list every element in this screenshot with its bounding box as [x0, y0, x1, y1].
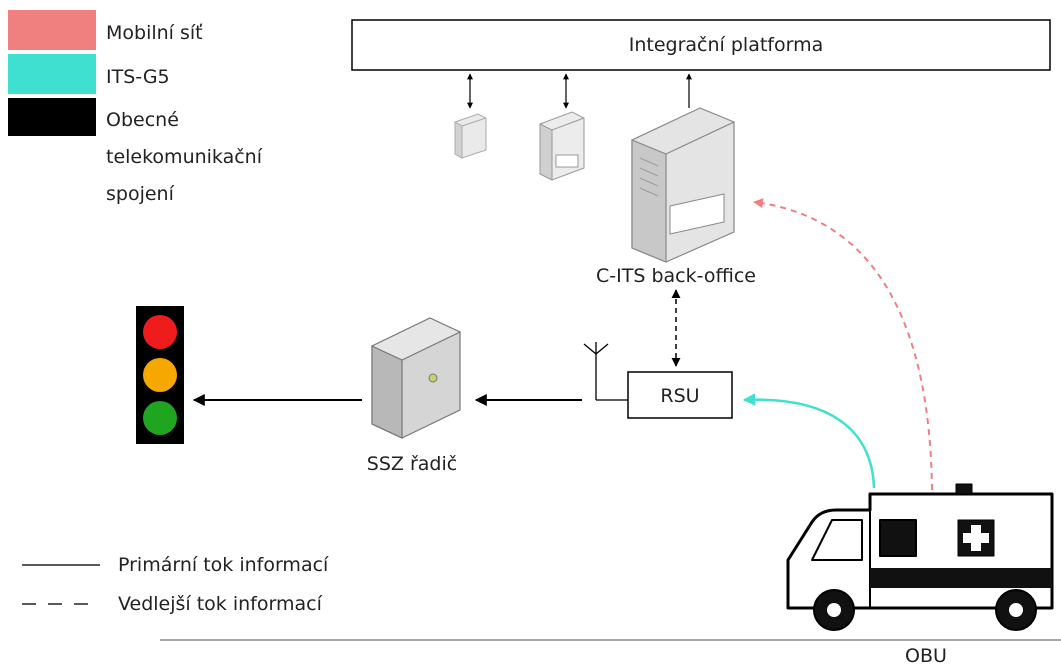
traffic-light-icon	[136, 306, 184, 444]
rsu: RSU	[627, 371, 733, 419]
ambulance-icon	[786, 483, 1054, 631]
legend-label-telecom-1: Obecné	[106, 109, 179, 131]
platform-box	[351, 19, 1051, 71]
legend-swatch-mobile	[8, 10, 96, 50]
legend-swatch-its-g5	[8, 54, 96, 94]
traffic-light-red	[143, 315, 177, 349]
server-icon-small-2	[539, 111, 585, 181]
integration-platform: Integrační platforma	[351, 19, 1051, 71]
controller-label: SSZ řadič	[367, 453, 457, 475]
rsu-box	[627, 371, 733, 419]
antenna-icon	[583, 342, 628, 401]
backoffice-label: C-ITS back-office	[596, 265, 756, 287]
legend-solid-label: Primární tok informací	[118, 554, 329, 576]
legend: Mobilní síť ITS-G5 Obecné telekomunikačn…	[8, 10, 263, 205]
rsu-label: RSU	[660, 385, 699, 407]
line-style-legend: Primární tok informací Vedlejší tok info…	[22, 554, 329, 615]
obu-label: OBU	[905, 645, 947, 666]
legend-dashed-label: Vedlejší tok informací	[118, 593, 323, 615]
legend-swatch-telecom	[8, 98, 96, 136]
traffic-light-green	[143, 401, 177, 435]
legend-label-telecom-2: telekomunikační	[106, 146, 263, 168]
legend-label-its-g5: ITS-G5	[106, 66, 170, 88]
server-icon-small-1	[454, 113, 487, 159]
obu-rsu-its-g5-link	[742, 393, 876, 489]
controller-cabinet-icon	[370, 317, 462, 439]
backoffice-server-icon	[631, 107, 735, 263]
platform-label: Integrační platforma	[629, 34, 823, 56]
legend-label-telecom-3: spojení	[106, 183, 175, 205]
legend-label-mobile: Mobilní síť	[106, 22, 203, 44]
obu-backoffice-mobile-link	[753, 198, 933, 491]
traffic-light-amber	[143, 358, 177, 392]
